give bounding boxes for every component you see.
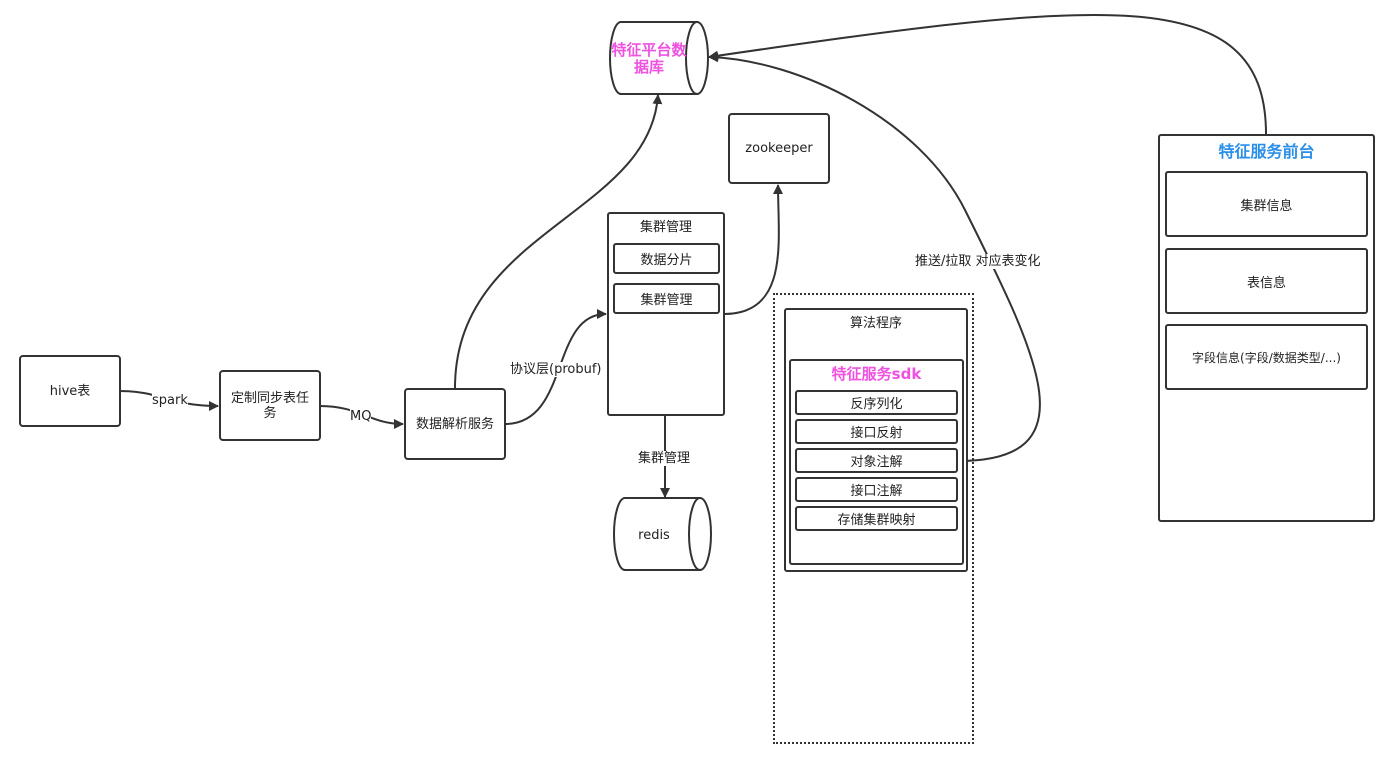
cluster-management-item[interactable]: 集群管理: [613, 283, 720, 314]
sdk-item-interface-annotation[interactable]: 接口注解: [795, 477, 958, 502]
db-cylinder: [609, 21, 709, 95]
algorithm-program-panel: 算法程序 特征服务sdk 反序列化 接口反射 对象注解 接口注解 存储集群映射: [784, 308, 968, 572]
feature-sdk-title: 特征服务sdk: [831, 365, 922, 383]
parse-service-node[interactable]: 数据解析服务: [404, 388, 506, 460]
sdk-item-interface-annotation-label: 接口注解: [850, 484, 903, 499]
sdk-item-object-annotation-label: 对象注解: [850, 455, 903, 470]
frontend-item-cluster-info[interactable]: 集群信息: [1165, 171, 1368, 237]
sdk-item-interface-reflection[interactable]: 接口反射: [795, 419, 958, 444]
frontend-item-table-info-label: 表信息: [1246, 275, 1286, 291]
edge-label-protocol: 协议层(probuf): [510, 362, 602, 377]
parse-service-label: 数据解析服务: [415, 416, 494, 432]
sdk-item-storage-cluster-mapping[interactable]: 存储集群映射: [795, 506, 958, 531]
db-label: 特征平台数据库: [611, 41, 687, 76]
sdk-item-storage-cluster-mapping-label: 存储集群映射: [837, 513, 916, 528]
sdk-item-deserialize-label: 反序列化: [850, 397, 903, 412]
edge-label-push-pull: 推送/拉取 对应表变化: [915, 254, 1041, 269]
edge-label-cluster-management: 集群管理: [638, 451, 691, 466]
frontend-item-table-info[interactable]: 表信息: [1165, 248, 1368, 314]
zookeeper-label: zookeeper: [745, 141, 813, 156]
edge-label-mq: MQ: [350, 409, 372, 424]
frontend-item-field-info-label: 字段信息(字段/数据类型/...): [1192, 350, 1341, 365]
algorithm-panel-title: 算法程序: [849, 316, 902, 331]
frontend-item-field-info[interactable]: 字段信息(字段/数据类型/...): [1165, 324, 1368, 390]
feature-sdk-panel: 特征服务sdk 反序列化 接口反射 对象注解 接口注解 存储集群映射: [789, 359, 964, 565]
edge-sdk-to-db: [708, 52, 1041, 462]
redis-label: redis: [638, 528, 670, 543]
cluster-management-panel: 集群管理 数据分片 集群管理: [607, 212, 725, 416]
data-sharding-label: 数据分片: [640, 253, 693, 268]
zookeeper-node[interactable]: zookeeper: [728, 113, 830, 184]
edge-parse-to-db: [454, 94, 663, 389]
data-sharding-item[interactable]: 数据分片: [613, 243, 720, 274]
frontend-item-cluster-info-label: 集群信息: [1240, 198, 1293, 214]
algorithm-dashed-container: [773, 293, 974, 744]
edge-cluster-to-zookeeper: [723, 184, 784, 315]
edge-frontend-to-db: [708, 13, 1267, 135]
hive-table-label: hive表: [49, 383, 91, 399]
hive-table-node[interactable]: hive表: [19, 355, 121, 427]
sync-task-node[interactable]: 定制同步表任务: [219, 370, 321, 441]
sync-task-label: 定制同步表任务: [230, 390, 309, 421]
cluster-panel-title: 集群管理: [639, 220, 692, 235]
feature-frontend-panel: 特征服务前台 集群信息 表信息 字段信息(字段/数据类型/...): [1158, 134, 1375, 522]
sdk-item-interface-reflection-label: 接口反射: [850, 426, 903, 441]
edge-label-spark: spark: [152, 393, 188, 408]
frontend-panel-title: 特征服务前台: [1218, 142, 1315, 161]
sdk-item-object-annotation[interactable]: 对象注解: [795, 448, 958, 473]
redis-cylinder: [613, 497, 712, 571]
cluster-management-label: 集群管理: [640, 293, 693, 308]
sdk-item-deserialize[interactable]: 反序列化: [795, 390, 958, 415]
